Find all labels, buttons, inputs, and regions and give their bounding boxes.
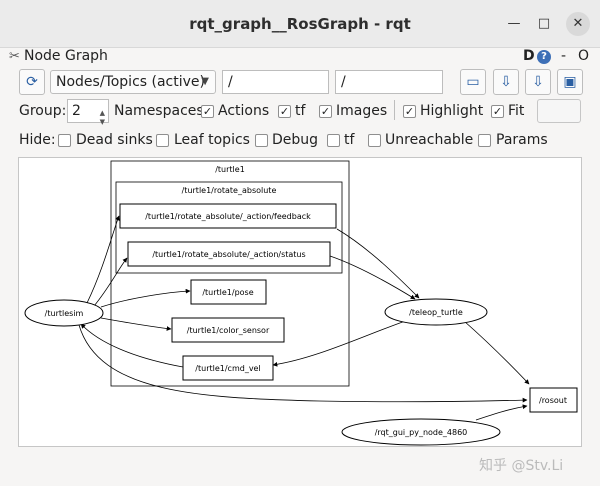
actions-checkbox[interactable]: ✓: [278, 105, 291, 118]
save-dot-button[interactable]: ⇩: [493, 69, 519, 95]
unreachable-checkbox[interactable]: [368, 134, 381, 147]
dock-button[interactable]: D: [523, 48, 535, 64]
spin-up-icon[interactable]: ▲: [99, 109, 105, 117]
topic-cmdvel-box[interactable]: [182, 355, 274, 381]
node-turtlesim-label: /turtlesim: [45, 309, 84, 318]
topic-filter-input[interactable]: /: [335, 70, 443, 94]
tf-hide-label: tf: [344, 132, 355, 148]
node-teleop-label: /teleop_turtle: [409, 308, 463, 317]
topic-status-box[interactable]: [127, 241, 331, 267]
tools-icon: ✂: [9, 49, 20, 64]
separator: [394, 100, 395, 120]
node-rqt-gui-label: /rqt_gui_py_node_4860: [375, 428, 468, 437]
edge-feedback-teleop: [336, 228, 420, 299]
edge-teleop-rosout: [463, 320, 530, 385]
node-turtlesim[interactable]: [24, 299, 104, 327]
edge-turtlesim-rosout: [78, 324, 528, 403]
cluster-rotate-absolute-label: /turtle1/rotate_absolute: [182, 186, 277, 195]
options-row: Group: 2 ▲ ▼ Namespaces ✓ Actions ✓ tf ✓…: [0, 99, 600, 126]
edge-gui-rosout: [475, 404, 528, 421]
fit-label: Fit: [508, 103, 525, 119]
leaf-topics-checkbox[interactable]: [156, 134, 169, 147]
fit-in-view-button[interactable]: [537, 99, 581, 123]
highlight-label: Highlight: [420, 103, 484, 119]
chevron-down-icon: ▼: [201, 76, 209, 87]
spin-down-icon[interactable]: ▼: [99, 118, 105, 126]
unreachable-label: Unreachable: [385, 132, 474, 148]
node-rqt-gui[interactable]: [341, 418, 501, 446]
debug-label: Debug: [272, 132, 319, 148]
params-checkbox[interactable]: [478, 134, 491, 147]
graph-svg: /turtle1 /turtle1/rotate_absolute /turtl…: [24, 160, 578, 446]
tf-label: tf: [295, 103, 306, 119]
load-file-icon: ▭: [466, 74, 480, 90]
namespaces-label: Namespaces: [114, 103, 204, 119]
load-dot-button[interactable]: ▭: [460, 69, 486, 95]
refresh-icon: ⟳: [26, 74, 38, 90]
group-spinbox[interactable]: 2 ▲ ▼: [67, 99, 109, 126]
maximize-button[interactable]: □: [537, 16, 551, 31]
topic-pose-box[interactable]: [190, 279, 267, 305]
save-image-icon: ▣: [563, 74, 577, 90]
node-rosout[interactable]: [529, 387, 578, 413]
graph-mode-select[interactable]: Nodes/Topics (active) ▼: [50, 70, 216, 94]
tf-checkbox[interactable]: ✓: [319, 105, 332, 118]
params-label: Params: [496, 132, 548, 148]
group-value: 2: [72, 103, 81, 119]
save-image-button[interactable]: ▣: [557, 69, 583, 95]
topic-color-box[interactable]: [171, 317, 285, 343]
cluster-rotate-absolute: [115, 181, 343, 274]
minimize-plugin-button[interactable]: -: [561, 48, 567, 64]
watermark: 知乎 @Stv.Li: [479, 458, 564, 474]
close-button[interactable]: ✕: [566, 12, 590, 36]
cluster-turtle1-label: /turtle1: [215, 165, 245, 174]
graph-canvas[interactable]: /turtle1 /turtle1/rotate_absolute /turtl…: [18, 157, 582, 447]
topic-color-label: /turtle1/color_sensor: [187, 326, 270, 335]
topic-status-label: /turtle1/rotate_absolute/_action/status: [152, 250, 305, 259]
edge-turtlesim-feedback: [86, 215, 120, 304]
cluster-turtle1: [110, 160, 350, 387]
graph-mode-value: Nodes/Topics (active): [56, 74, 205, 90]
topic-pose-label: /turtle1/pose: [202, 288, 253, 297]
edge-turtlesim-status: [93, 257, 128, 307]
refresh-button[interactable]: ⟳: [19, 69, 45, 95]
tf-hide-checkbox[interactable]: [327, 134, 340, 147]
group-label: Group:: [19, 103, 67, 119]
window-titlebar: rqt_graph__RosGraph - rqt — □ ✕: [0, 0, 600, 48]
hide-row: Hide: Dead sinks Leaf topics Debug tf Un…: [0, 128, 600, 154]
topic-feedback-label: /turtle1/rotate_absolute/_action/feedbac…: [145, 212, 311, 221]
node-teleop[interactable]: [384, 298, 488, 326]
namespaces-checkbox[interactable]: ✓: [201, 105, 214, 118]
node-rosout-label: /rosout: [539, 396, 567, 405]
images-label: Images: [336, 103, 388, 119]
debug-checkbox[interactable]: [255, 134, 268, 147]
leaf-topics-label: Leaf topics: [174, 132, 250, 148]
fit-checkbox[interactable]: ✓: [491, 105, 504, 118]
hide-label: Hide:: [19, 132, 56, 148]
edge-cmdvel-turtlesim: [80, 323, 184, 368]
dead-sinks-label: Dead sinks: [76, 132, 153, 148]
window-title: rqt_graph__RosGraph - rqt: [189, 15, 411, 33]
save-dot-icon: ⇩: [500, 74, 512, 90]
edge-status-teleop: [329, 255, 416, 300]
topic-cmdvel-label: /turtle1/cmd_vel: [195, 364, 260, 373]
edge-turtlesim-color: [100, 317, 172, 331]
edge-turtlesim-pose: [100, 288, 191, 308]
help-icon[interactable]: ?: [537, 50, 551, 64]
save-svg-button[interactable]: ⇩: [525, 69, 551, 95]
actions-label: Actions: [218, 103, 270, 119]
highlight-checkbox[interactable]: ✓: [403, 105, 416, 118]
node-filter-input[interactable]: /: [222, 70, 329, 94]
plugin-title: Node Graph: [24, 48, 108, 64]
graph-toolbar: ⟳ Nodes/Topics (active) ▼ / / ▭ ⇩ ⇩ ▣: [0, 68, 600, 98]
edge-teleop-cmdvel: [272, 317, 415, 367]
save-svg-icon: ⇩: [532, 74, 544, 90]
plugin-header: ✂ Node Graph D ? - O: [0, 48, 600, 66]
close-plugin-button[interactable]: O: [578, 48, 590, 64]
topic-feedback-box[interactable]: [119, 203, 337, 229]
dead-sinks-checkbox[interactable]: [58, 134, 71, 147]
minimize-button[interactable]: —: [507, 16, 521, 31]
